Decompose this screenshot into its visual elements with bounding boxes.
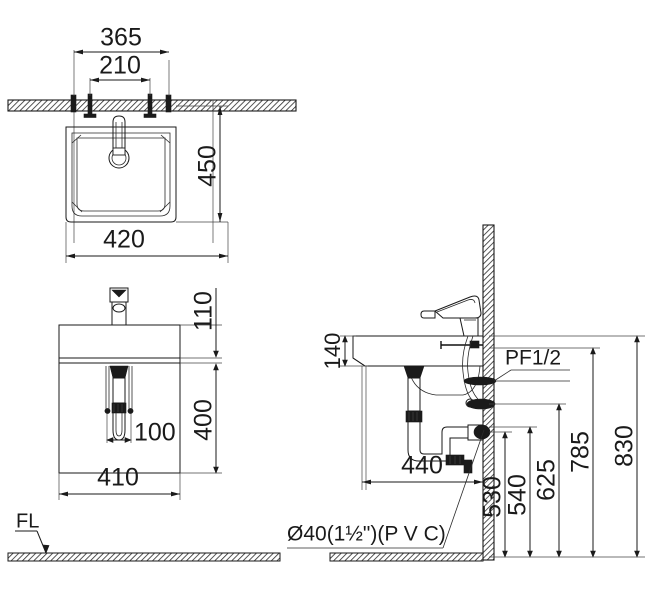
dim-540-text: 540: [504, 474, 532, 516]
dim-140-text: 140: [320, 333, 345, 370]
dim-400-text: 400: [190, 399, 218, 441]
front-drain-trap: [109, 365, 129, 441]
dim-625: 625: [489, 403, 566, 558]
side-p-trap: [407, 422, 473, 474]
front-counter: [58, 324, 181, 364]
front-faucet: [109, 287, 129, 326]
side-drain-tailpiece: [403, 365, 425, 423]
dim-410: 410: [58, 464, 181, 500]
floor-line-right: [329, 552, 484, 562]
plan-faucet: [108, 115, 130, 169]
plan-bracket-right: [165, 94, 172, 113]
pf12-label-text: PF1/2: [505, 347, 561, 370]
plan-view: 365 210 450 420: [7, 24, 297, 263]
dim-785: 785: [489, 347, 600, 558]
dim-210-text: 210: [99, 52, 141, 80]
dim-100-text: 100: [134, 419, 176, 447]
front-view: 100 110 400: [7, 287, 281, 562]
floor-line-left: [7, 552, 281, 562]
side-supply-flex: [462, 335, 484, 409]
drain-label-text: Ø40(1½")(P V C): [287, 523, 446, 546]
dim-365-text: 365: [100, 24, 142, 52]
dim-440: 440: [361, 366, 483, 490]
dim-210: 210: [89, 52, 151, 96]
dim-785-text: 785: [567, 431, 595, 473]
side-wall: [482, 224, 495, 561]
plan-bracket-left: [70, 94, 77, 113]
side-view: Ø40(1½")(P V C) PF1/2 140: [287, 224, 645, 562]
dim-400: 400: [180, 362, 222, 474]
dim-365: 365: [73, 24, 170, 96]
front-basin-body: [58, 362, 181, 474]
dim-450-text: 450: [194, 145, 222, 187]
dim-110: 110: [180, 288, 222, 359]
dim-420: 420: [65, 222, 229, 263]
drain-label-leader: Ø40(1½")(P V C): [287, 429, 485, 549]
dim-830-text: 830: [611, 425, 639, 467]
front-supply-pipes: [104, 366, 134, 414]
side-stop-valve: [463, 376, 497, 410]
plan-basin-outline: [65, 126, 177, 223]
pf12-label-leader: PF1/2: [493, 347, 570, 382]
dim-110-text: 110: [190, 291, 218, 331]
dim-540: 540: [489, 426, 537, 558]
fl-leader: FL: [15, 510, 50, 554]
side-drain-outlet: [467, 424, 491, 441]
dim-530: 530: [479, 431, 512, 558]
dim-440-text: 440: [401, 452, 443, 480]
side-faucet: [420, 295, 482, 337]
plan-basin-bowl: [71, 132, 171, 217]
side-wall-bolt: [440, 340, 483, 349]
dim-530-text: 530: [479, 476, 507, 518]
fl-label-text: FL: [16, 510, 39, 532]
dim-140: 140: [320, 333, 368, 370]
dim-100: 100: [106, 413, 176, 447]
dim-450: 450: [176, 105, 228, 223]
dim-625-text: 625: [533, 459, 561, 501]
dim-420-text: 420: [103, 226, 145, 254]
dim-830: 830: [489, 335, 645, 558]
dim-410-text: 410: [97, 464, 139, 492]
